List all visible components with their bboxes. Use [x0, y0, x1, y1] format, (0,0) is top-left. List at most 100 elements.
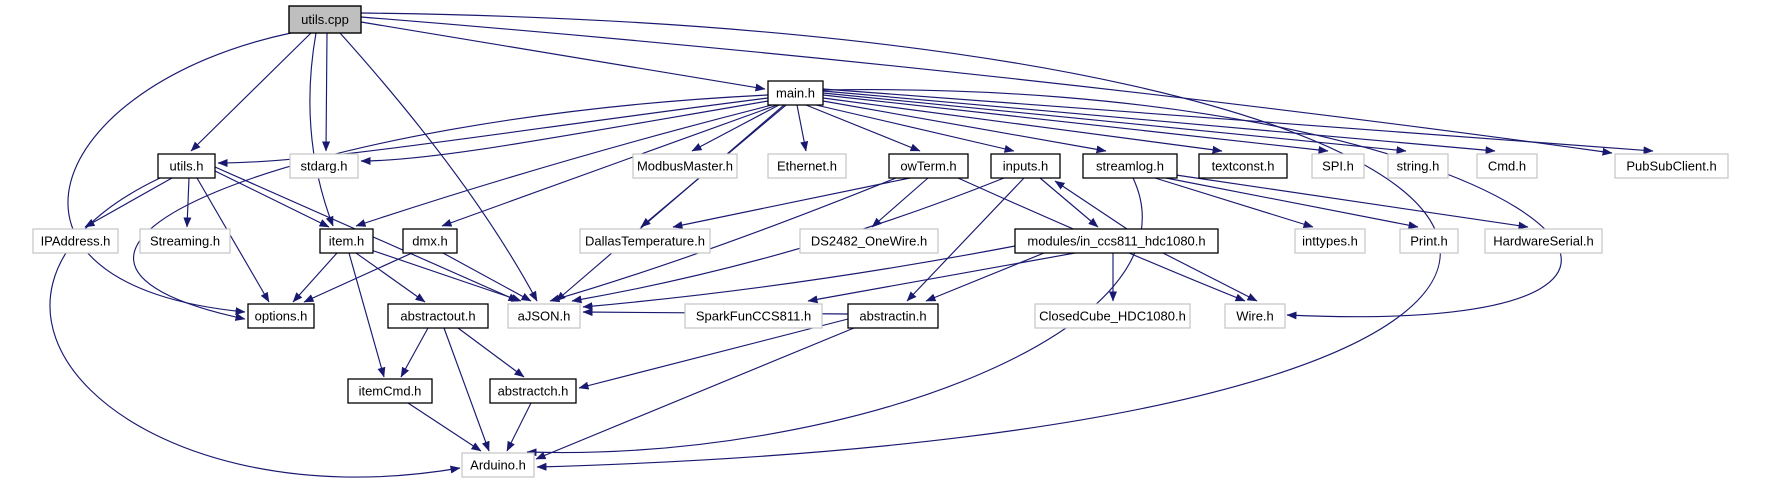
node-box-inttypes-h: [1294, 228, 1366, 254]
node-box-streamlog-h[interactable]: [1082, 153, 1178, 179]
node-box-options-h[interactable]: [247, 303, 315, 329]
node-hardwareserial-h: HardwareSerial.h: [1484, 228, 1603, 254]
edge-utils-h-to-item-h: [214, 170, 330, 228]
node-box-ajson-h: [507, 303, 581, 329]
node-modules-in-ccs811-hdc1080-h[interactable]: modules/in_ccs811_hdc1080.h: [1014, 228, 1219, 254]
node-inputs-h[interactable]: inputs.h: [990, 153, 1061, 179]
edge-main-h-to-streamlog-h: [822, 100, 1107, 154]
node-itemcmd-h[interactable]: itemCmd.h: [347, 378, 433, 404]
node-label-print-h: Print.h: [1410, 233, 1448, 248]
node-label-itemcmd-h: itemCmd.h: [359, 383, 422, 398]
node-label-streaming-h: Streaming.h: [150, 233, 220, 248]
edge-inputs-h-to-modules-in-ccs811-hdc1080-h: [1039, 177, 1099, 228]
node-box-main-h[interactable]: [767, 80, 824, 106]
edge-main-h-to-inputs-h: [815, 104, 1015, 153]
edge-main-h-to-item-h: [355, 104, 773, 227]
edge-modules-in-ccs811-hdc1080-h-to-ajson-h: [582, 245, 1016, 311]
node-box-dallastemperature-h: [579, 228, 711, 254]
edge-main-h-to-string-h: [822, 92, 1407, 155]
node-box-abstractch-h[interactable]: [489, 378, 577, 404]
node-label-dmx-h: dmx.h: [412, 233, 447, 248]
node-abstractch-h[interactable]: abstractch.h: [489, 378, 577, 404]
node-dmx-h[interactable]: dmx.h: [402, 228, 458, 254]
edge-main-h-to-wire-h: [822, 89, 1562, 320]
edge-item-h-to-abstractout-h: [355, 252, 426, 303]
node-options-h[interactable]: options.h: [247, 303, 315, 329]
node-label-owterm-h: owTerm.h: [900, 158, 956, 173]
node-streamlog-h[interactable]: streamlog.h: [1082, 153, 1178, 179]
node-label-ds2482-onewire-h: DS2482_OneWire.h: [811, 233, 927, 248]
node-streaming-h: Streaming.h: [139, 228, 231, 254]
edge-owterm-h-to-ds2482-onewire-h: [871, 177, 929, 228]
node-box-sparkfunccs811-h: [684, 303, 823, 329]
node-pubsubclient-h: PubSubClient.h: [1614, 153, 1729, 179]
node-sparkfunccs811-h: SparkFunCCS811.h: [684, 303, 823, 329]
edge-utils-cpp-to-ajson-h: [339, 32, 538, 302]
edge-utils-cpp-to-main-h: [360, 21, 766, 92]
node-box-print-h: [1399, 228, 1459, 254]
edge-main-h-to-ethernet-h: [796, 104, 809, 152]
node-label-modbusmaster-h: ModbusMaster.h: [637, 158, 733, 173]
node-spi-h: SPI.h: [1311, 153, 1365, 179]
node-owterm-h[interactable]: owTerm.h: [888, 153, 969, 179]
edge-modules-in-ccs811-hdc1080-h-to-inputs-h: [1054, 180, 1128, 230]
node-box-dmx-h[interactable]: [402, 228, 458, 254]
node-label-stdarg-h: stdarg.h: [301, 158, 348, 173]
node-box-modules-in-ccs811-hdc1080-h[interactable]: [1014, 228, 1219, 254]
node-box-inputs-h[interactable]: [990, 153, 1061, 179]
node-box-ethernet-h: [767, 153, 847, 179]
edge-item-h-to-ajson-h: [370, 249, 522, 302]
node-abstractin-h[interactable]: abstractin.h: [847, 303, 939, 329]
node-box-cmd-h: [1476, 153, 1538, 179]
node-box-item-h[interactable]: [319, 228, 374, 254]
node-label-ipaddress-h: IPAddress.h: [41, 233, 111, 248]
edge-main-h-to-textconst-h: [822, 97, 1223, 154]
node-box-textconst-h[interactable]: [1198, 153, 1288, 179]
node-ajson-h: aJSON.h: [507, 303, 581, 329]
node-label-closedcube-hdc1080-h: ClosedCube_HDC1080.h: [1039, 308, 1186, 323]
node-textconst-h[interactable]: textconst.h: [1198, 153, 1288, 179]
node-label-pubsubclient-h: PubSubClient.h: [1626, 158, 1716, 173]
edge-utils-cpp-to-item-h: [309, 32, 334, 227]
node-box-itemcmd-h[interactable]: [347, 378, 433, 404]
node-ethernet-h: Ethernet.h: [767, 153, 847, 179]
node-cmd-h: Cmd.h: [1476, 153, 1538, 179]
node-modbusmaster-h: ModbusMaster.h: [632, 153, 738, 179]
node-box-pubsubclient-h: [1614, 153, 1729, 179]
edge-utils-cpp-to-stdarg-h: [322, 32, 331, 152]
node-label-cmd-h: Cmd.h: [1488, 158, 1526, 173]
edge-item-h-to-options-h: [292, 252, 338, 303]
edge-abstractch-h-to-arduino-h: [506, 402, 532, 452]
edge-streamlog-h-to-hardwareserial-h: [1175, 174, 1529, 230]
node-abstractout-h[interactable]: abstractout.h: [387, 303, 489, 329]
node-item-h[interactable]: item.h: [319, 228, 374, 254]
edge-abstractin-h-to-arduino-h: [535, 327, 855, 460]
node-box-stdarg-h: [289, 153, 359, 179]
edge-utils-h-to-streaming-h: [183, 177, 192, 228]
edge-modules-in-ccs811-hdc1080-h-to-abstractin-h: [925, 252, 1045, 302]
node-dallastemperature-h: DallasTemperature.h: [579, 228, 711, 254]
node-box-owterm-h[interactable]: [888, 153, 969, 179]
edge-main-h-to-pubsubclient-h: [822, 88, 1654, 155]
node-label-dallastemperature-h: DallasTemperature.h: [585, 233, 705, 248]
node-main-h[interactable]: main.h: [767, 80, 824, 106]
edge-abstractout-h-to-abstractch-h: [457, 327, 525, 378]
node-box-arduino-h: [461, 452, 535, 478]
node-label-inputs-h: inputs.h: [1003, 158, 1049, 173]
node-box-utils-h[interactable]: [157, 153, 216, 179]
edge-owterm-h-to-dallastemperature-h: [672, 177, 911, 229]
node-box-ds2482-onewire-h: [799, 228, 939, 254]
node-ds2482-onewire-h: DS2482_OneWire.h: [799, 228, 939, 254]
edge-main-h-to-dmx-h: [441, 104, 778, 227]
node-box-string-h: [1387, 153, 1449, 179]
edge-modules-in-ccs811-hdc1080-h-to-wire-h: [1162, 252, 1258, 302]
edge-dmx-h-to-ajson-h: [442, 252, 532, 302]
node-box-abstractin-h[interactable]: [847, 303, 939, 329]
node-label-item-h: item.h: [329, 233, 364, 248]
edge-itemcmd-h-to-arduino-h: [407, 402, 482, 452]
node-box-abstractout-h[interactable]: [387, 303, 489, 329]
node-label-abstractout-h: abstractout.h: [400, 308, 475, 323]
node-utils-h[interactable]: utils.h: [157, 153, 216, 179]
